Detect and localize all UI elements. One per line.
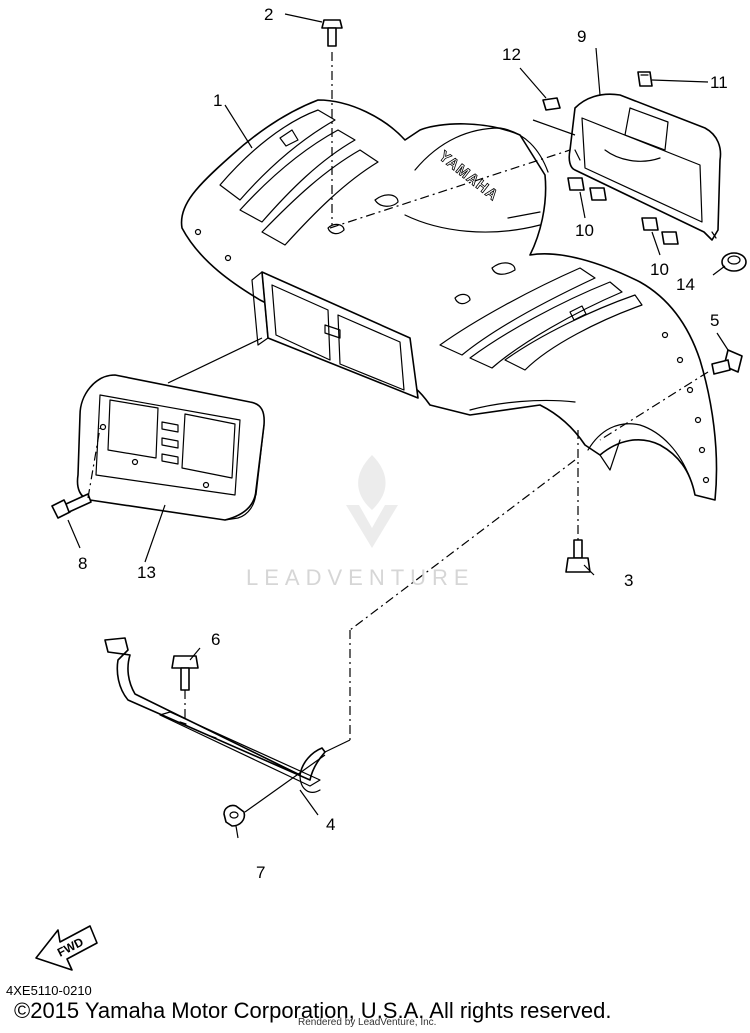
rendered-by: Rendered by LeadVenture, Inc. [298, 1017, 437, 1028]
callout-8: 8 [78, 554, 87, 573]
bolt-3[interactable] [565, 539, 591, 573]
nut-12[interactable] [542, 97, 561, 111]
clips-upper[interactable] [567, 177, 607, 201]
bracket-4[interactable] [104, 637, 326, 793]
bolt-5[interactable] [711, 349, 743, 375]
clip-11[interactable] [637, 71, 653, 87]
copyright-notice: ©2015 Yamaha Motor Corporation, U.S.A. A… [14, 998, 612, 1023]
watermark-logo-icon [346, 455, 398, 548]
headlight-housing[interactable] [251, 271, 419, 399]
bolt-6[interactable] [171, 655, 199, 691]
callout-3: 3 [624, 571, 633, 590]
callout-9: 9 [577, 27, 586, 46]
clips-lower[interactable] [641, 217, 679, 245]
nut-7[interactable] [223, 804, 246, 827]
fwd-arrow-icon: FWD [35, 925, 98, 971]
callout-7: 7 [256, 863, 265, 882]
callout-1: 1 [213, 91, 222, 110]
callout-13: 13 [137, 563, 156, 582]
callout-6: 6 [211, 630, 220, 649]
inner-panel[interactable] [568, 93, 722, 241]
callout-5: 5 [710, 311, 719, 330]
bolt-2[interactable] [321, 19, 343, 47]
headlight-bezel[interactable] [76, 374, 265, 521]
callout-14: 14 [676, 275, 695, 294]
bolt-8[interactable] [51, 493, 92, 519]
callout-4: 4 [326, 815, 335, 834]
diagram-code: 4XE5110-0210 [6, 983, 92, 998]
callout-2: 2 [264, 5, 273, 24]
callout-10b: 10 [650, 260, 669, 279]
callout-10a: 10 [575, 221, 594, 240]
front-fender[interactable] [180, 99, 718, 501]
callout-11: 11 [710, 73, 728, 92]
grommet-14[interactable] [721, 252, 747, 272]
callout-12: 12 [502, 45, 521, 64]
watermark-text: LEADVENTURE [246, 565, 475, 590]
